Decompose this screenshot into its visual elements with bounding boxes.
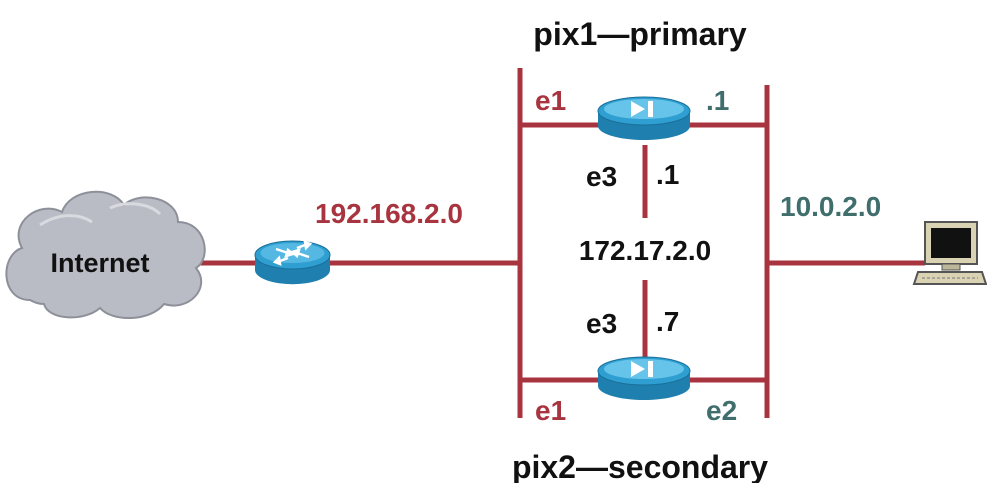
- workstation-icon: [912, 221, 987, 285]
- pix2-title: pix2—secondary: [512, 449, 768, 483]
- pix2-firewall-icon: [597, 356, 691, 400]
- pix1-firewall-icon: [597, 96, 691, 140]
- pix1-inside-ip-label: .1: [706, 85, 729, 116]
- internet-cloud: Internet: [5, 190, 206, 320]
- pix2-e1-label: e1: [535, 395, 566, 426]
- pix2-e2-label: e2: [706, 395, 737, 426]
- failover-network-label: 172.17.2.0: [579, 235, 711, 266]
- internet-label: Internet: [50, 248, 149, 278]
- pix1-e3-ip-label: .1: [656, 159, 679, 190]
- pix1-title: pix1—primary: [533, 16, 747, 52]
- pix1-e3-label: e3: [586, 161, 617, 192]
- inside-network-label: 10.0.2.0: [780, 191, 881, 222]
- router-icon: [254, 240, 331, 285]
- pix2-e3-label: e3: [586, 308, 617, 339]
- pix1-e1-label: e1: [535, 85, 566, 116]
- network-links: [198, 68, 925, 418]
- pix2-e3-ip-label: .7: [656, 306, 679, 337]
- outside-network-label: 192.168.2.0: [315, 198, 463, 229]
